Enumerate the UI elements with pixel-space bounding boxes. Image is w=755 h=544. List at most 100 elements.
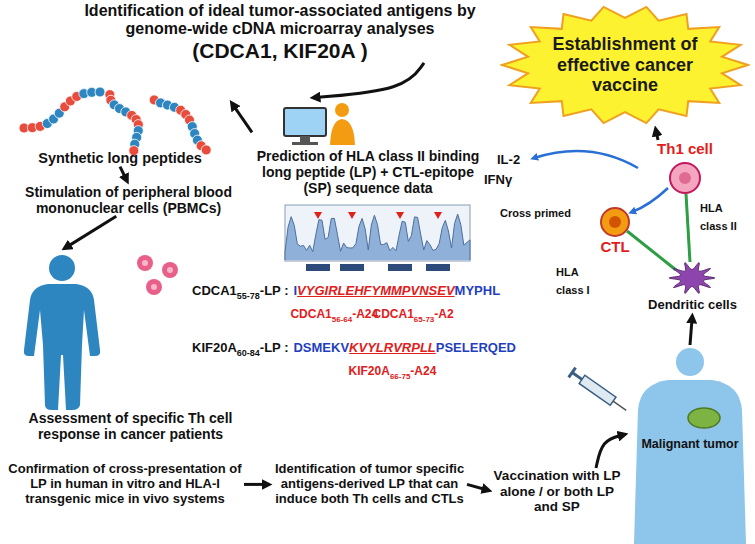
label-group: KIF20A60-84-LP :DSMEKVKVYLRVRPLLPSELERQE… <box>192 338 516 359</box>
syringe-needle <box>613 401 626 410</box>
chart-tag <box>426 264 450 271</box>
patient-label: Malignant tumor <box>628 345 752 542</box>
annotation-label: IL-2 <box>497 152 520 167</box>
epitope-sequence: VYGIRLEHF <box>297 283 371 298</box>
dendritic-cell-shape <box>669 263 715 294</box>
chart-tag <box>306 264 330 271</box>
label-group: HLA class I <box>556 262 608 299</box>
flow-arrow <box>233 105 252 133</box>
node-text: CTL <box>585 238 645 255</box>
chart-tag <box>340 264 364 271</box>
syringe-barrel <box>579 375 616 405</box>
figure-head <box>49 255 75 281</box>
peak-marker <box>434 212 442 219</box>
person-head <box>335 103 349 117</box>
step-label: Vaccination with LP alone / or both LP a… <box>492 468 622 515</box>
node-text: Establishment of effective cancer vaccin… <box>544 34 706 96</box>
patient-figure <box>24 255 100 410</box>
pbmc-nucleus <box>151 284 157 290</box>
label-group: KIF20A66-75-A24 <box>349 361 437 381</box>
syringe-plunger <box>572 372 582 379</box>
flow-arrow <box>66 216 116 247</box>
node-text: Confirmation of cross-presentation of LP… <box>6 462 244 507</box>
peptide-sequence: DSMEKV <box>293 340 349 355</box>
flow-arrow <box>690 318 692 345</box>
peak-marker <box>314 212 322 219</box>
node-text: Prediction of HLA class II binding long … <box>252 148 484 196</box>
pbmc-cell <box>146 279 162 295</box>
annotation-label: CDCA1 <box>290 307 331 321</box>
label-group: HLA class II <box>700 198 750 235</box>
residue-range: 60-84 <box>237 348 260 358</box>
cell-label: CTL <box>585 205 645 255</box>
annotation-label: HLA class II <box>700 202 737 232</box>
cell-label: Dendritic cells <box>635 258 750 313</box>
label-group: CDCA156-64-A24 <box>290 304 378 324</box>
peptide-sequence: MYPHL <box>455 283 501 298</box>
node-subtext: (CDCA1, KIF20A ) <box>55 39 505 63</box>
cytokine-arrow <box>534 151 638 168</box>
label-group: IL-2 <box>497 150 520 168</box>
node-text: Synthetic long peptides <box>10 150 230 167</box>
th1-cell-body <box>670 163 700 193</box>
title-block: Identification of ideal tumor-associated… <box>55 2 505 63</box>
flow-arrow <box>120 167 126 180</box>
annotation-label: CDCA1 <box>192 283 237 298</box>
node-text: Malignant tumor <box>628 437 752 451</box>
chart-frame <box>285 205 470 261</box>
annotation-label: -LP : <box>260 340 289 355</box>
epitope-sequence: YMMPVNSEV <box>372 283 455 298</box>
syringe <box>569 368 630 416</box>
cross-prime-arrow <box>632 188 668 212</box>
residue-range: 65-73 <box>414 315 434 324</box>
flow-arrow <box>315 63 424 98</box>
label-group: CDCA155-78-LP : IVYGIRLEHFYMMPVNSEVMYPHL <box>192 281 500 302</box>
residue-range: 55-78 <box>237 291 260 301</box>
peptide-sequence: I <box>293 283 297 298</box>
node-text: Th1 cell <box>640 140 730 157</box>
node-text: Vaccination with LP alone / or both LP a… <box>492 468 622 515</box>
computer-icon <box>284 103 355 145</box>
step-label: Identification of tumor specific antigen… <box>272 462 467 507</box>
annotation-label: -A2 <box>434 307 453 321</box>
step-label: Synthetic long peptides <box>10 84 230 167</box>
ctl-cell-body <box>601 208 629 236</box>
pbmc-cell <box>162 262 178 278</box>
annotation-label: KIF20A <box>349 364 390 378</box>
step-label: Prediction of HLA class II binding long … <box>252 98 484 196</box>
annotation-label: KIF20A <box>192 340 237 355</box>
monitor-stand <box>300 136 310 142</box>
annotation-label: CDCA1 <box>372 307 413 321</box>
label-group: IFNγ <box>484 170 512 188</box>
syringe-plunger <box>569 368 576 378</box>
dendritic-cell-body <box>669 263 715 294</box>
pbmc-nucleus <box>167 267 173 273</box>
figure-body <box>634 380 746 544</box>
annotation-label: -LP : <box>260 283 289 298</box>
peptide-bead <box>201 145 211 155</box>
node-text: Identification of tumor specific antigen… <box>272 462 467 507</box>
chart-area <box>285 214 470 260</box>
flow-arrow <box>467 484 487 490</box>
goal-starburst: Establishment of effective cancer vaccin… <box>500 4 750 126</box>
cell-label: Th1 cell <box>640 140 730 193</box>
starburst-shape <box>502 7 748 123</box>
peak-marker <box>396 212 404 219</box>
residue-range: 66-75 <box>390 372 410 381</box>
flow-arrow <box>656 131 658 140</box>
monitor-base <box>292 142 318 145</box>
step-label: Confirmation of cross-presentation of LP… <box>6 462 244 507</box>
label-group: Cross primed <box>500 203 571 221</box>
person-body <box>330 119 355 145</box>
node-text: Identification of ideal tumor-associated… <box>55 2 505 39</box>
node-text: Stimulation of peripheral blood mononucl… <box>6 184 251 216</box>
flow-arrow <box>596 435 623 468</box>
cell-nucleus <box>609 216 621 228</box>
annotation-label: Cross primed <box>500 207 571 219</box>
flow-arrow <box>244 483 267 486</box>
annotation-label: HLA class I <box>556 266 590 296</box>
cell-nucleus <box>679 172 691 184</box>
tumor-mass <box>688 408 720 428</box>
peptide-sequence: PSELERQED <box>436 340 516 355</box>
